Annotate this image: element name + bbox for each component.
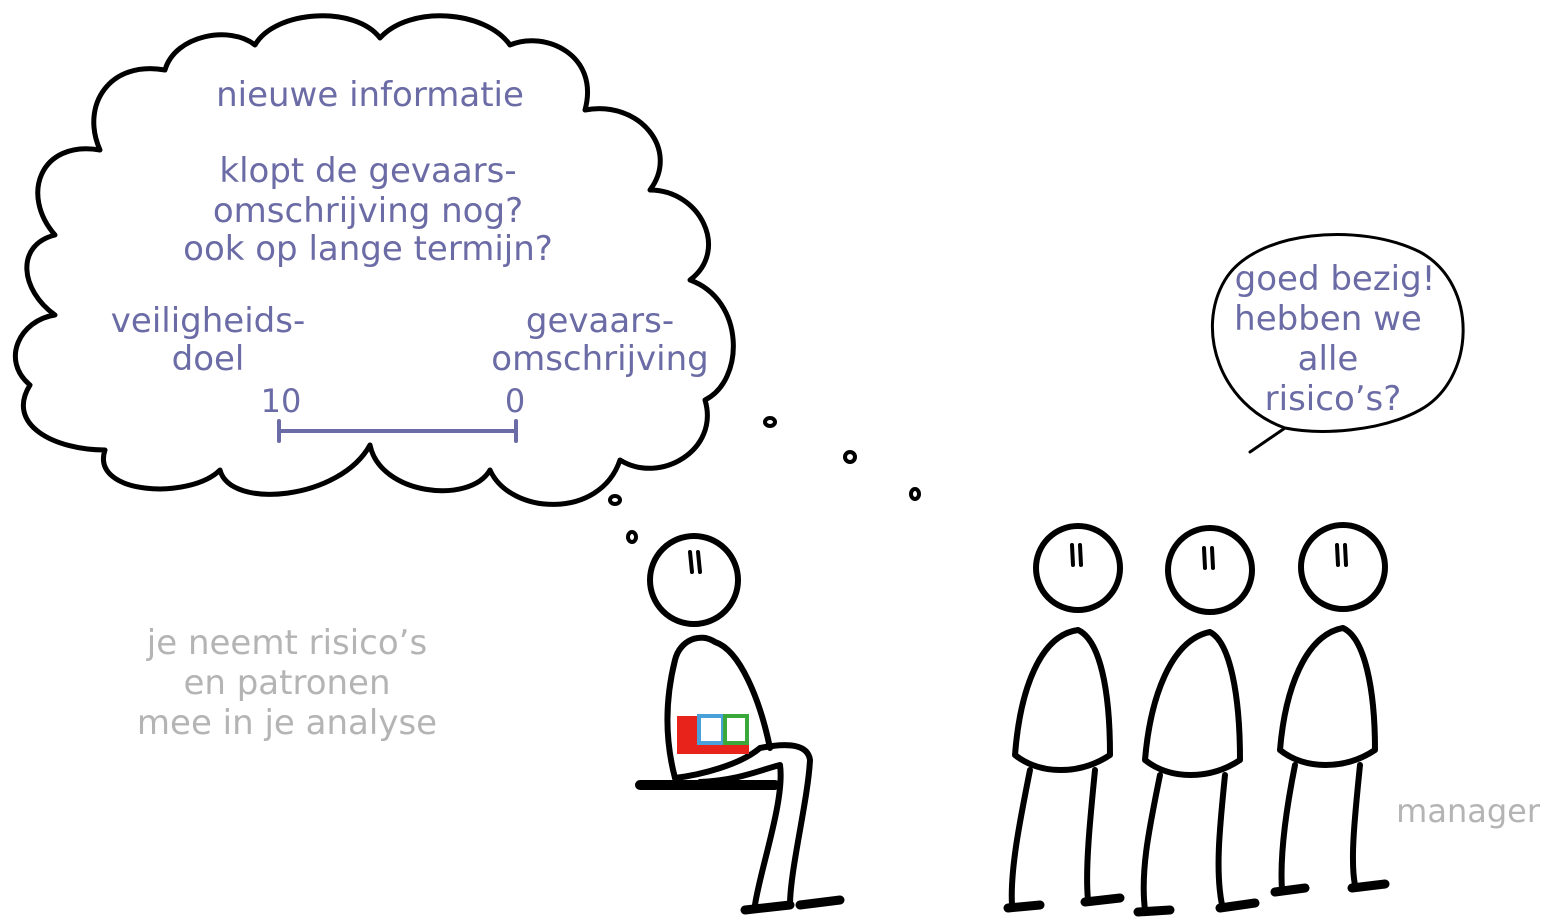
speech-bubble-outline — [1210, 232, 1465, 454]
head — [647, 533, 741, 627]
thought-bubbles — [608, 416, 921, 544]
head — [1033, 523, 1123, 613]
manager-label: manager — [1396, 792, 1541, 830]
thought-cloud: nieuwe informatie klopt de gevaars- omsc… — [12, 13, 736, 507]
scale-right-value: 0 — [505, 382, 525, 420]
speech-line: alle — [1298, 339, 1359, 379]
scale-left-value: 10 — [261, 382, 302, 420]
scale-bar — [277, 419, 518, 443]
thought-question-line: ook op lange termijn? — [183, 229, 553, 269]
thought-cloud-heading: nieuwe informatie — [216, 75, 524, 115]
eyes — [1202, 546, 1215, 570]
speech-line: goed bezig! — [1235, 259, 1436, 299]
standing-figure — [1133, 525, 1260, 917]
caption: je neemt risico’s en patronen mee in je … — [137, 623, 437, 743]
body — [1140, 629, 1243, 913]
speech-bubble: goed bezig! hebben we alle risico’s? — [1210, 232, 1465, 454]
eyes — [1335, 543, 1348, 567]
book-stack — [677, 714, 749, 754]
thought-question-line: klopt de gevaars- — [219, 151, 516, 191]
seated-figure — [635, 533, 845, 915]
feet — [1003, 893, 1125, 913]
eyes — [1070, 543, 1083, 567]
speech-line: risico’s? — [1265, 379, 1402, 419]
caption-line: mee in je analyse — [137, 703, 437, 743]
standing-figure — [1003, 523, 1125, 913]
caption-line: je neemt risico’s — [146, 623, 427, 663]
torso — [664, 634, 773, 781]
legs — [672, 742, 813, 908]
head — [1165, 525, 1255, 615]
thought-cloud-outline — [12, 13, 736, 507]
feet — [1270, 879, 1390, 897]
feet — [740, 895, 845, 915]
caption-line: en patronen — [183, 663, 390, 703]
body — [1277, 625, 1378, 893]
hazard-description-label-line: gevaars- — [526, 301, 674, 341]
head — [1298, 522, 1388, 612]
body — [1008, 627, 1113, 908]
eyes — [688, 550, 702, 574]
safety-goal-label-line: veiligheids- — [111, 301, 305, 341]
manager-figure — [1270, 522, 1390, 897]
hazard-description-label-line: omschrijving — [491, 339, 708, 379]
thought-question-line: omschrijving nog? — [213, 191, 523, 231]
feet — [1133, 898, 1260, 917]
speech-line: hebben we — [1234, 299, 1422, 339]
safety-goal-label-line: doel — [172, 339, 245, 379]
